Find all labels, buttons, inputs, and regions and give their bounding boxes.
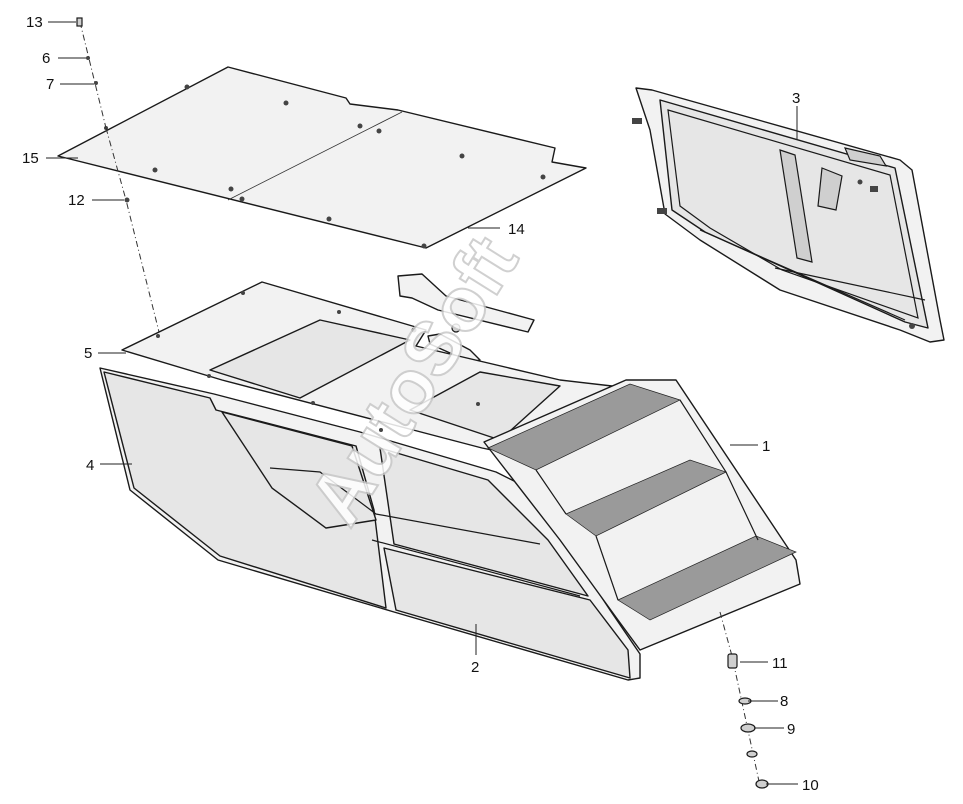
callout-7: 7 bbox=[46, 76, 54, 93]
top-fastener-stack bbox=[76, 17, 161, 337]
callout-10: 10 bbox=[802, 777, 819, 794]
steps bbox=[483, 379, 801, 651]
callout-14: 14 bbox=[508, 221, 525, 238]
callout-2: 2 bbox=[471, 659, 479, 676]
callout-1: 1 bbox=[762, 438, 770, 455]
callout-3: 3 bbox=[792, 90, 800, 107]
callout-8: 8 bbox=[780, 693, 788, 710]
callout-labels: 13 6 7 15 12 14 3 5 4 1 2 11 8 9 10 bbox=[22, 14, 819, 794]
callout-4: 4 bbox=[86, 457, 94, 474]
callout-11: 11 bbox=[772, 655, 788, 672]
top-frame bbox=[121, 281, 613, 461]
callout-6: 6 bbox=[42, 50, 50, 67]
callout-5: 5 bbox=[84, 345, 92, 362]
callout-15: 15 bbox=[22, 150, 39, 167]
leader-lines bbox=[46, 21, 798, 785]
callout-13: 13 bbox=[26, 14, 43, 31]
step-body bbox=[99, 367, 641, 681]
callout-9: 9 bbox=[787, 721, 795, 738]
callout-12: 12 bbox=[68, 192, 85, 209]
bracket bbox=[397, 273, 535, 363]
door-frame bbox=[632, 87, 945, 343]
bottom-fastener-stack bbox=[719, 611, 769, 789]
cover-plate bbox=[57, 66, 587, 249]
